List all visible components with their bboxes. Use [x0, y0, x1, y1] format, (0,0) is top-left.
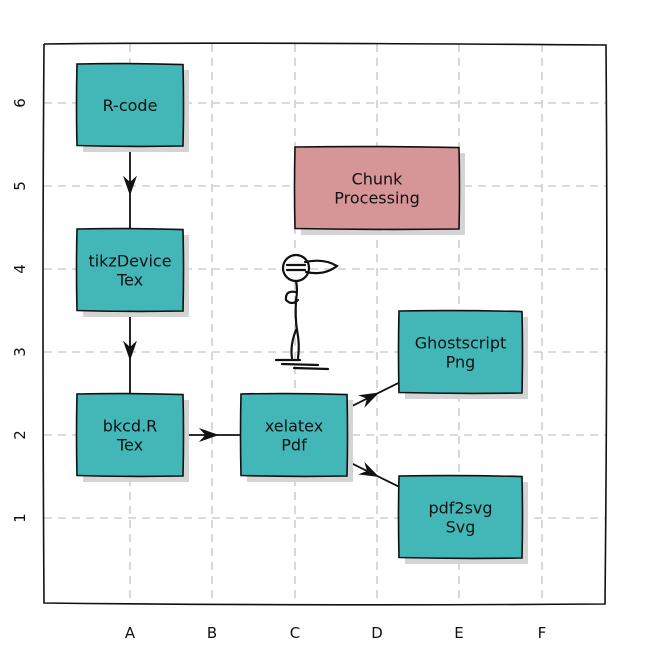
node-label-line: xelatex [265, 417, 323, 436]
node-box [239, 392, 349, 478]
figure-eyes [285, 263, 307, 272]
figure-spine [294, 279, 299, 332]
figure-arm [284, 290, 300, 305]
node-label-line: bkcd.R [103, 417, 158, 436]
figure-hat-brim [303, 259, 339, 275]
figure-leg-right [295, 328, 300, 360]
stick-figure [274, 253, 339, 371]
node-box [75, 227, 185, 313]
node-box [397, 474, 524, 560]
y-tick-label: 3 [11, 347, 29, 357]
node-label-line: Chunk [352, 170, 404, 189]
y-tick-label: 6 [11, 98, 29, 108]
x-tick-label: E [454, 624, 463, 642]
node-box [293, 145, 461, 231]
arrowhead [123, 175, 137, 196]
edges-layer [123, 146, 400, 488]
node-label-line: R-code [103, 96, 158, 115]
figure-leg-left [290, 328, 298, 360]
frame-border [42, 42, 608, 606]
node-box [75, 392, 185, 478]
figure-shadow-scribble [274, 358, 330, 371]
y-tick-label: 1 [11, 513, 29, 523]
x-tick-label: A [125, 624, 136, 642]
node-box [75, 62, 185, 148]
x-tick-label: C [290, 624, 300, 642]
y-tick-label: 4 [11, 264, 29, 274]
node-label-line: Processing [334, 189, 419, 208]
node-rcode: R-code [75, 62, 189, 152]
arrowhead [358, 392, 380, 408]
node-label-line: Png [446, 353, 476, 372]
nodes-layer: R-codetikzDeviceTexbkcd.RTexxelatexPdfGh… [75, 62, 528, 564]
node-label-line: tikzDevice [88, 252, 171, 271]
figure-head [281, 253, 311, 283]
y-tick-label: 5 [11, 181, 29, 191]
plot-frame [42, 42, 608, 606]
node-label-line: Pdf [281, 436, 307, 455]
arrowhead [198, 428, 219, 442]
arrowhead [123, 340, 137, 361]
node-box [397, 309, 524, 395]
node-label-line: Ghostscript [415, 334, 507, 353]
node-label-line: Svg [446, 518, 476, 537]
x-tick-label: F [538, 624, 547, 642]
axis-ticks: A B C D E F 1 2 3 4 5 6 [11, 98, 546, 642]
node-label-line: Tex [116, 436, 143, 455]
x-tick-label: D [371, 624, 383, 642]
arrowhead [358, 461, 380, 477]
node-label-line: pdf2svg [428, 499, 492, 518]
y-tick-label: 2 [11, 430, 29, 440]
x-tick-label: B [207, 624, 217, 642]
node-label-line: Tex [116, 271, 143, 290]
